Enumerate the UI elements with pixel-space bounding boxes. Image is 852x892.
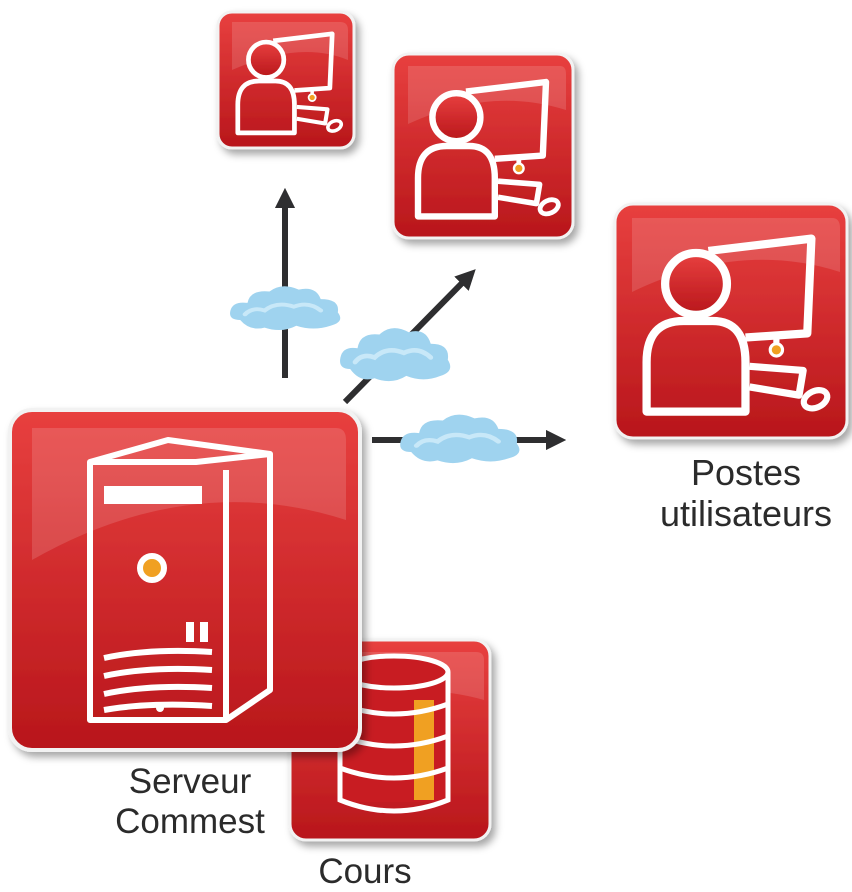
cloud-icon xyxy=(400,415,519,463)
server-label-line2: Commest xyxy=(115,802,265,842)
database-label: Cours xyxy=(318,852,412,891)
server-tile xyxy=(8,408,362,752)
workstation-tile-2 xyxy=(391,52,575,240)
cloud-icon xyxy=(340,328,450,381)
workstation-tile-3 xyxy=(613,202,849,440)
server-label: Serveur Commest xyxy=(90,762,290,843)
workstations-label-line1: Postes xyxy=(690,452,802,493)
workstations-label-line2: utilisateurs xyxy=(659,493,833,535)
workstations-label: Postes utilisateurs xyxy=(640,452,852,535)
workstation-tile-1 xyxy=(216,10,356,150)
server-tower-icon xyxy=(87,437,273,723)
cloud-icon xyxy=(230,286,340,330)
server-label-line1: Serveur xyxy=(128,762,252,801)
